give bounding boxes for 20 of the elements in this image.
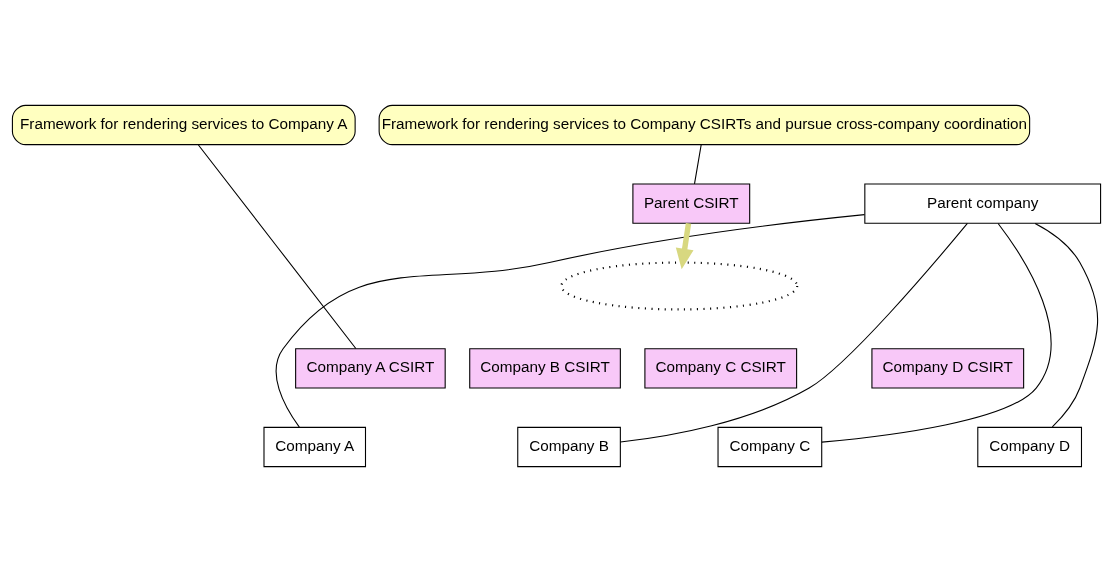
connector	[1034, 222, 1099, 428]
node-box: Company D CSIRT	[871, 348, 1025, 389]
node-box: Company A	[263, 426, 367, 468]
node-box: Company C CSIRT	[644, 348, 798, 389]
connector	[693, 144, 702, 185]
connector	[197, 144, 357, 349]
node-box: Company B CSIRT	[469, 348, 621, 389]
connector	[821, 222, 1052, 443]
node-box: Company D	[977, 426, 1083, 468]
node-box: Company A CSIRT	[295, 348, 446, 389]
node-box: Parent company	[864, 183, 1102, 224]
node-box: Company C	[717, 426, 823, 468]
node-box: Parent CSIRT	[632, 183, 751, 224]
arrow	[675, 222, 694, 270]
node-box: Company B	[517, 426, 621, 468]
node-ellipse	[560, 261, 799, 311]
node-box: Framework for rendering services to Company CSIRTs and pursue cross-company coordination	[378, 104, 1031, 146]
node-box: Framework for rendering services to Company A	[11, 104, 356, 146]
connector	[619, 222, 968, 443]
connector	[275, 214, 865, 428]
